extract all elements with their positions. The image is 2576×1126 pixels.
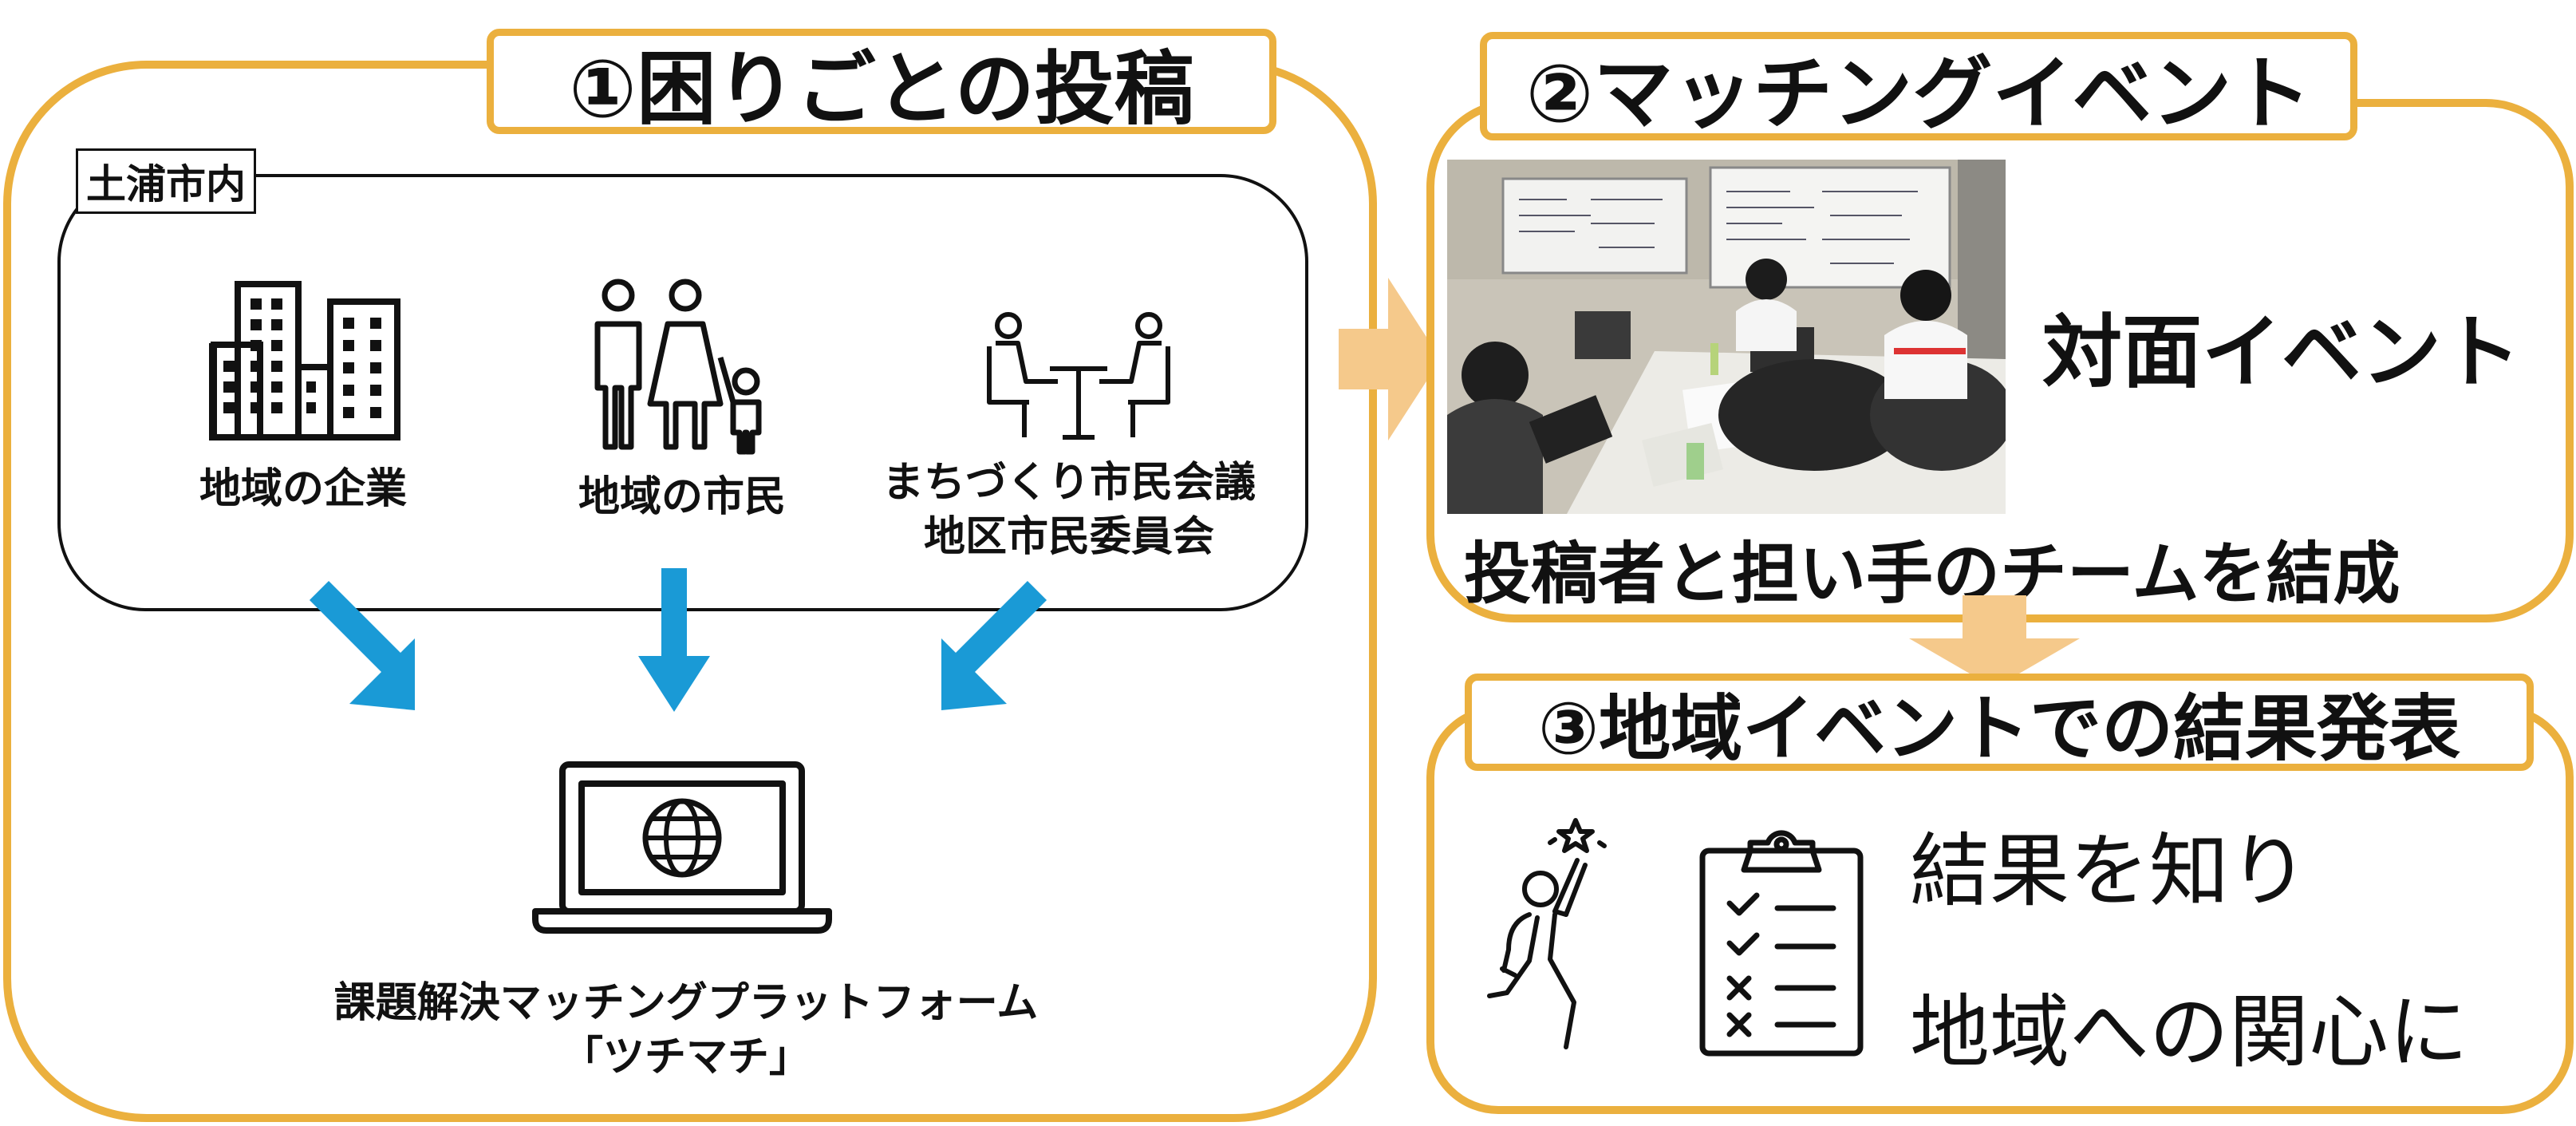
section3-line1: 結果を知り [1910, 824, 2309, 918]
meeting-icon [983, 311, 1174, 440]
platform-label-line2: 「ツチマチ」 [561, 1033, 811, 1081]
section2-title: ②マッチングイベント [1480, 32, 2357, 140]
section3-line2: 地域への関心に [1910, 986, 2468, 1079]
event-photo [1447, 160, 2006, 514]
family-icon [586, 278, 778, 455]
actor-label-councils-line1: まちづくり市民会議 [882, 459, 1256, 507]
actor-label-citizens: 地域の市民 [578, 473, 786, 521]
section3-title: ③地域イベントでの結果発表 [1465, 674, 2534, 771]
arrow-councils-to-platform [917, 575, 1053, 718]
area-label: 土浦市内 [76, 148, 256, 214]
platform-label-line1: 課題解決マッチングプラットフォーム [333, 979, 1039, 1027]
actor-label-companies: 地域の企業 [199, 465, 407, 513]
laptop-globe-icon [531, 760, 834, 935]
actor-label-councils-line2: 地区市民委員会 [923, 513, 1214, 561]
section1-title: ①困りごとの投稿 [487, 29, 1276, 136]
arrow-companies-to-platform [303, 575, 439, 718]
arrow-citizens-to-platform [638, 568, 710, 716]
checklist-clipboard-icon [1698, 827, 1865, 1058]
section2-bottom-text: 投稿者と担い手のチームを結成 [1464, 535, 2400, 613]
photo-caption: 対面イベント [2042, 306, 2521, 399]
area-box [57, 174, 1308, 611]
arrow-section2-to-section3 [1903, 595, 2086, 691]
celebrating-person-icon [1487, 816, 1623, 1055]
buildings-icon [209, 281, 400, 441]
arrow-section1-to-section2 [1339, 271, 1442, 447]
